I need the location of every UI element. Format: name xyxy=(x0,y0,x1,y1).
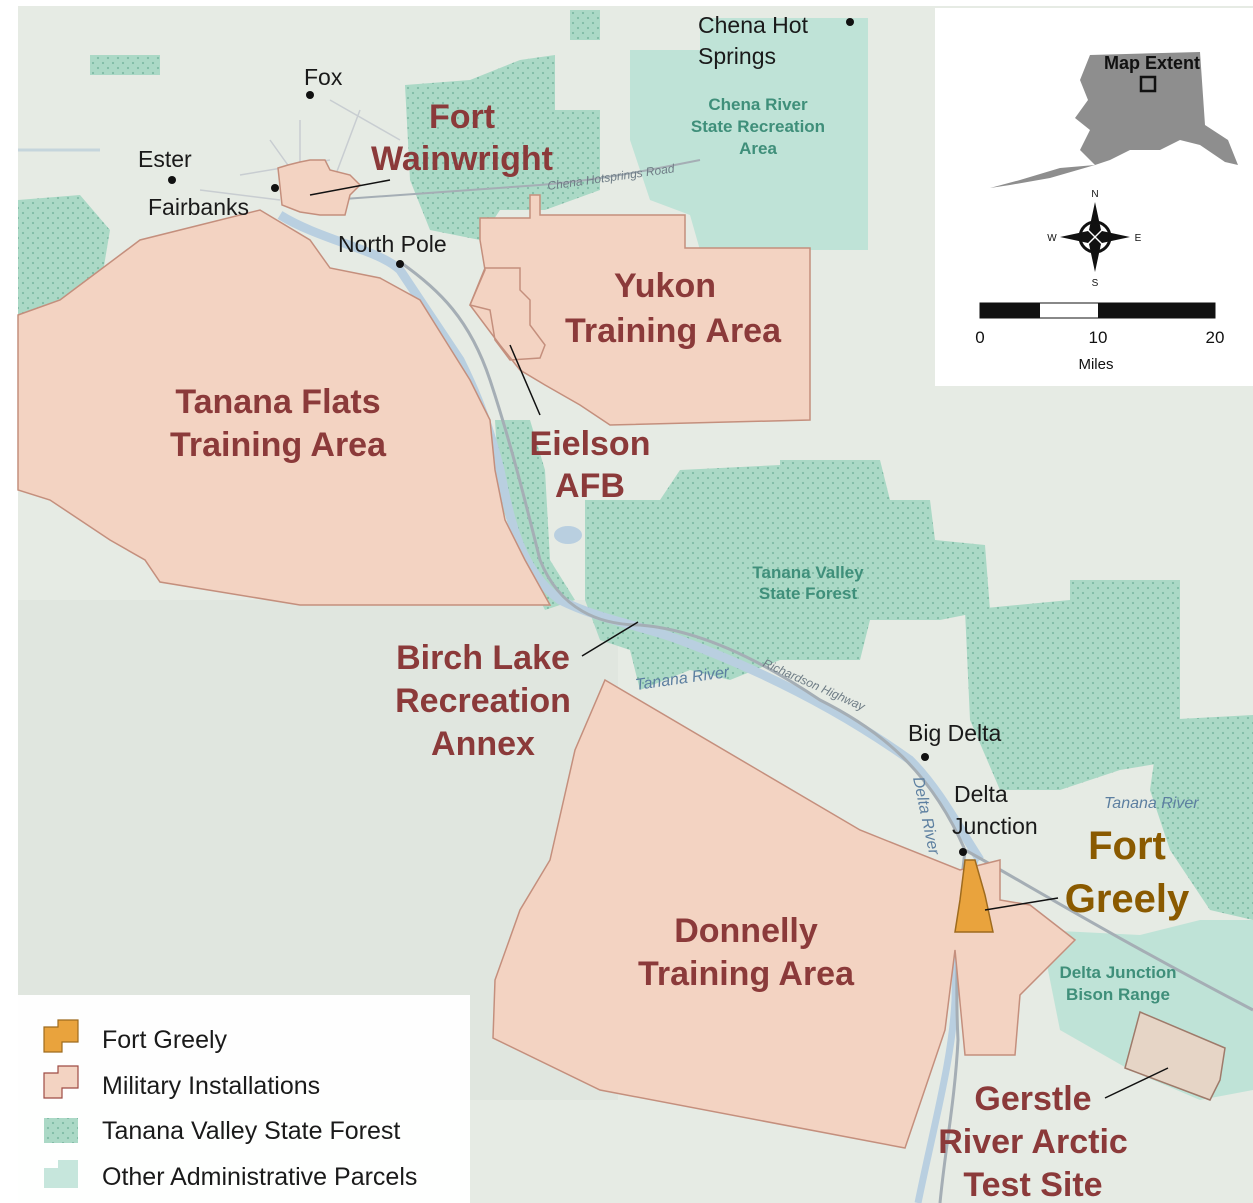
bison-label-1: Delta Junction xyxy=(1059,963,1176,982)
chena-river-recreation-area xyxy=(630,18,868,250)
gerstle-river-test-site xyxy=(1124,1010,1226,1101)
town-label-chena-hot-2: Springs xyxy=(698,43,776,69)
compass-s: S xyxy=(1092,278,1099,289)
leader-greely xyxy=(984,897,1059,911)
donnelly-training-area xyxy=(492,678,1077,1149)
birch-label-1: Birch Lake xyxy=(396,639,570,677)
legend-swatch-military xyxy=(43,1065,79,1099)
leader-gerstle xyxy=(1104,1067,1169,1099)
legend-label-state-forest: Tanana Valley State Forest xyxy=(102,1117,400,1145)
state-forest-parcel xyxy=(90,55,160,75)
eielson-label-1: Eielson xyxy=(530,425,651,463)
yukon-label-1: Yukon xyxy=(614,267,716,305)
town-dot-delta-junction xyxy=(959,848,967,856)
scale-bar xyxy=(979,302,1216,319)
legend-swatch-other-parcels xyxy=(44,1160,78,1188)
yukon-label-2: Training Area xyxy=(565,312,782,350)
town-label-delta-2: Junction xyxy=(952,813,1038,839)
legend-label-other-parcels: Other Administrative Parcels xyxy=(102,1163,417,1191)
leader-birch xyxy=(581,621,639,657)
state-forest-parcel xyxy=(1150,715,1253,920)
donnelly-label-2: Training Area xyxy=(638,955,855,993)
compass-e: E xyxy=(1135,233,1142,244)
bison-label-2: Bison Range xyxy=(1066,985,1170,1004)
wainwright-label-2: Wainwright xyxy=(371,140,553,178)
town-dot-fairbanks xyxy=(271,184,279,192)
tanana-flats-training-area xyxy=(17,209,552,606)
town-dot-fox xyxy=(306,91,314,99)
eielson-label-2: AFB xyxy=(555,467,625,505)
birch-label-3: Annex xyxy=(431,725,535,763)
compass-w: W xyxy=(1047,233,1057,244)
town-label-big-delta: Big Delta xyxy=(908,720,1002,746)
leader-eielson xyxy=(509,344,541,416)
compass-n: N xyxy=(1091,189,1098,200)
town-label-fairbanks: Fairbanks xyxy=(148,194,249,220)
gerstle-label-3: Test Site xyxy=(963,1166,1102,1203)
town-dot-chena-hot-springs xyxy=(846,18,854,26)
legend: Fort Greely Military Installations Tanan… xyxy=(18,995,470,1203)
town-label-ester: Ester xyxy=(138,146,192,172)
fort-wainwright xyxy=(277,159,362,216)
fort-greely-area xyxy=(954,859,994,933)
wainwright-label-1: Fort xyxy=(429,98,495,136)
state-forest-parcel xyxy=(405,55,600,240)
scale-label-10: 10 xyxy=(1089,328,1108,347)
north-arrow-icon xyxy=(1060,202,1130,272)
scale-label-0: 0 xyxy=(975,328,984,347)
tanana-river-label-2: Tanana River xyxy=(1104,795,1199,812)
alaska-locator-shape xyxy=(1075,52,1238,165)
gerstle-label-2: River Arctic xyxy=(938,1123,1128,1161)
chena-area-label-2: State Recreation xyxy=(691,117,825,136)
town-label-delta-1: Delta xyxy=(954,781,1008,807)
state-forest-parcel xyxy=(965,580,1180,790)
alaska-peninsula xyxy=(990,165,1095,188)
birch-label-2: Recreation xyxy=(395,682,571,720)
state-forest-parcel xyxy=(570,10,600,40)
fort-greely-label-2: Greely xyxy=(1065,877,1190,921)
leader-wainwright xyxy=(309,179,391,196)
tvsf-label-1: Tanana Valley xyxy=(752,563,864,582)
gerstle-label-1: Gerstle xyxy=(974,1080,1091,1118)
town-dot-big-delta xyxy=(921,753,929,761)
town-label-fox: Fox xyxy=(304,64,343,90)
town-dot-ester xyxy=(168,176,176,184)
scale-unit-label: Miles xyxy=(1078,356,1113,373)
scale-label-20: 20 xyxy=(1206,328,1225,347)
legend-swatch-state-forest xyxy=(44,1118,78,1143)
tvsf-label-2: State Forest xyxy=(759,584,858,603)
state-forest-parcel xyxy=(18,195,110,340)
tanana-flats-label-2: Training Area xyxy=(170,426,387,464)
eielson-afb xyxy=(468,267,546,361)
town-dot-north-pole xyxy=(396,260,404,268)
map-extent-label: Map Extent xyxy=(1104,53,1200,73)
map-extent-box xyxy=(1139,75,1157,93)
fort-greely-label-1: Fort xyxy=(1088,824,1166,868)
inset-panel: Map Extent N S W E 0 10 20 Miles xyxy=(935,8,1253,386)
tanana-flats-label-1: Tanana Flats xyxy=(175,383,380,421)
chena-hotsprings-road xyxy=(329,159,701,201)
donnelly-label-1: Donnelly xyxy=(674,912,818,950)
chena-area-label-3: Area xyxy=(739,139,777,158)
lake xyxy=(554,526,582,544)
legend-swatch-fort-greely xyxy=(43,1019,79,1053)
town-label-north-pole: North Pole xyxy=(338,231,447,257)
legend-label-fort-greely: Fort Greely xyxy=(102,1026,228,1054)
legend-label-military: Military Installations xyxy=(102,1072,320,1100)
town-label-chena-hot-1: Chena Hot xyxy=(698,12,809,38)
chena-area-label-1: Chena River xyxy=(708,95,808,114)
